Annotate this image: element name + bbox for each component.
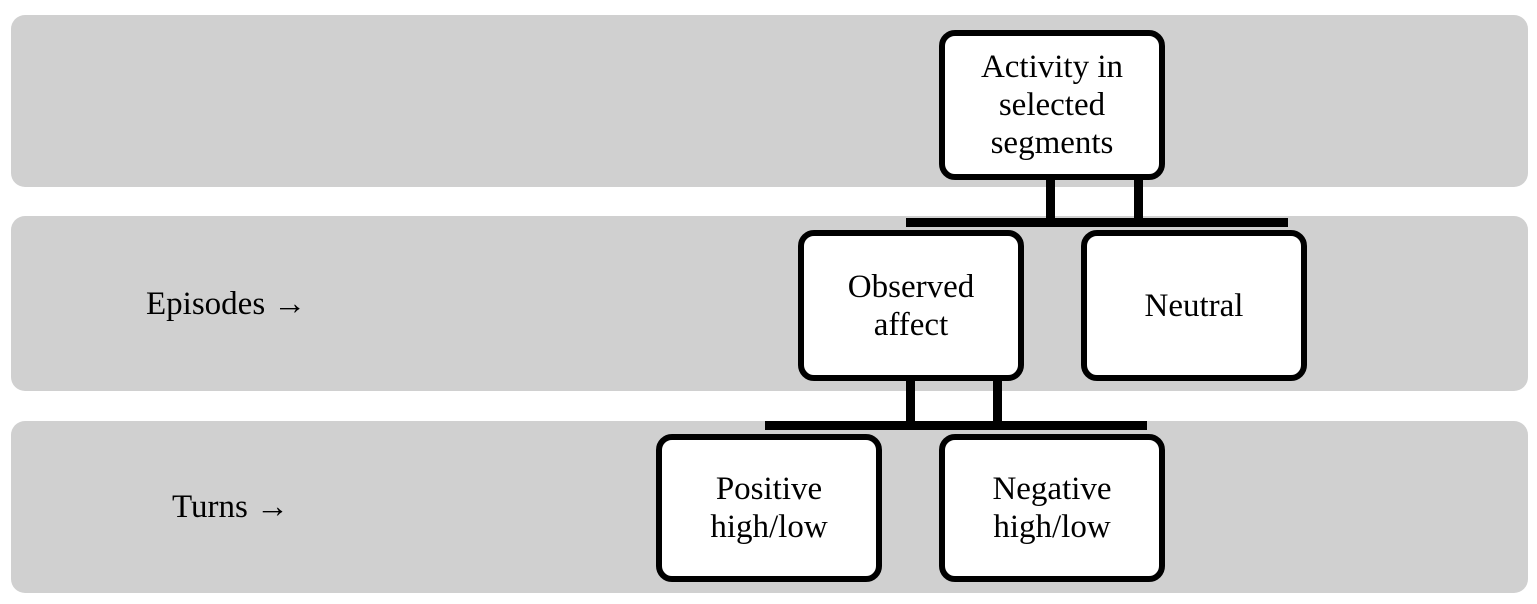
connector-episodes-bar <box>906 218 1288 227</box>
turns-row-label: Turns → <box>172 489 290 525</box>
node-activity-in-selected-segments: Activity in selected segments <box>939 30 1165 180</box>
node-activity-label: Activity in selected segments <box>980 49 1124 161</box>
node-negative-high-low: Negative high/low <box>939 434 1165 582</box>
node-observed-label: Observed affect <box>847 268 975 343</box>
node-negative-label: Negative high/low <box>992 471 1112 545</box>
node-positive-label: Positive high/low <box>710 471 828 545</box>
level-band-top <box>11 15 1528 187</box>
node-observed-affect: Observed affect <box>798 230 1024 381</box>
node-neutral-label: Neutral <box>1144 287 1244 324</box>
node-neutral: Neutral <box>1081 230 1307 381</box>
episodes-row-label: Episodes → <box>146 286 307 322</box>
connector-activity-right-stem <box>1134 178 1143 222</box>
connector-activity-left-stem <box>1046 178 1055 222</box>
node-positive-high-low: Positive high/low <box>656 434 882 582</box>
connector-observed-left-stem <box>906 379 915 425</box>
connector-turns-bar <box>765 421 1147 430</box>
connector-observed-right-stem <box>993 379 1002 425</box>
